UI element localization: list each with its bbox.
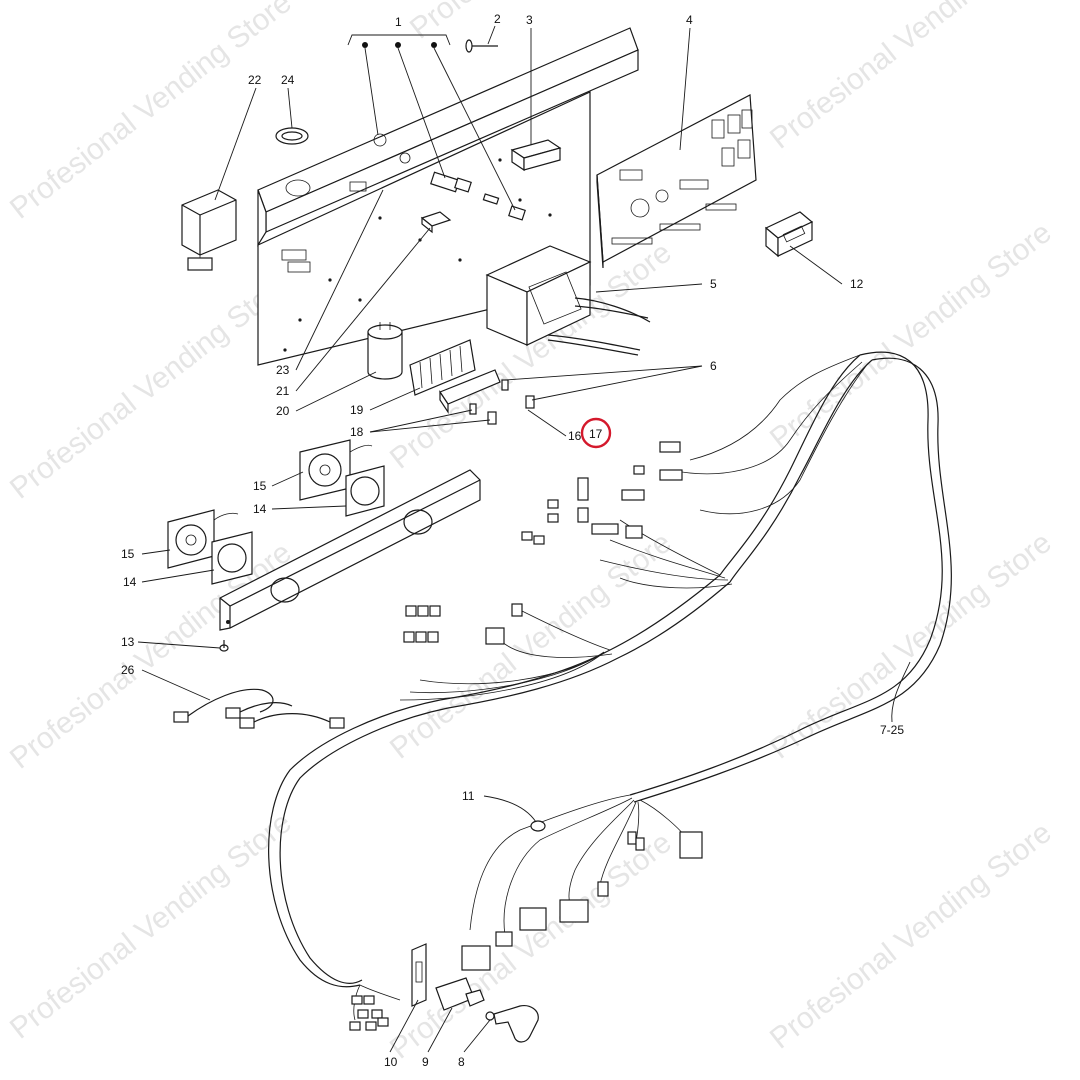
harness-connectors [349, 441, 703, 1031]
callout-3: 3 [526, 13, 533, 27]
callout-5: 5 [710, 277, 717, 291]
leader-lines [137, 25, 911, 1053]
sub-d-connector [764, 211, 814, 258]
callout-22: 22 [248, 73, 262, 87]
gasket-upper [345, 465, 385, 517]
bracket-screw [219, 640, 229, 652]
callout-19: 19 [350, 403, 364, 417]
callout-23: 23 [276, 363, 290, 377]
callout-10: 10 [384, 1055, 398, 1069]
watermark: Profesional Vending Store [404, 0, 698, 46]
callout-14-lower: 14 [123, 575, 137, 589]
microswitch [435, 977, 485, 1011]
watermark: Profesional Vending Store [4, 0, 298, 226]
fuse-holder [430, 171, 472, 193]
callout-8: 8 [458, 1055, 465, 1069]
callout-26: 26 [121, 663, 135, 677]
strip-contacts [419, 345, 463, 389]
callout-6: 6 [710, 359, 717, 373]
watermark: Profesional Vending Store [764, 816, 1058, 1056]
callout-20: 20 [276, 404, 290, 418]
lever-key [485, 1005, 539, 1043]
wiring-harness [268, 351, 952, 1021]
fan-bracket [219, 469, 481, 631]
watermark: Profesional Vending Store [384, 526, 678, 766]
callout-24: 24 [281, 73, 295, 87]
control-board [596, 94, 757, 269]
callout-15-upper: 15 [253, 479, 267, 493]
screw [465, 39, 498, 53]
sensor-cable [173, 688, 345, 729]
callout-14-upper: 14 [253, 502, 267, 516]
grommet [275, 127, 309, 145]
callout-4: 4 [686, 13, 693, 27]
door-switch [411, 943, 427, 1007]
switch [510, 139, 562, 172]
callout-7-25: 7-25 [880, 723, 904, 737]
callout-18: 18 [350, 425, 364, 439]
watermark: Profesional Vending Store [764, 0, 1058, 156]
callout-11: 11 [462, 789, 475, 803]
watermark: Profesional Vending Store [4, 536, 298, 776]
relay-block [181, 189, 237, 271]
harness-clip [530, 820, 546, 832]
callout-1: 1 [395, 15, 402, 29]
transformer [485, 245, 651, 356]
callout-9: 9 [422, 1055, 429, 1069]
callout-2: 2 [494, 12, 501, 26]
callout-12: 12 [850, 277, 864, 291]
callout-16: 16 [568, 429, 582, 443]
small-terminals [469, 379, 535, 425]
callout-15-lower: 15 [121, 547, 135, 561]
watermark: Profesional Vending Store [764, 526, 1058, 766]
callout-13: 13 [121, 635, 135, 649]
callout-21: 21 [276, 384, 290, 398]
fuse [482, 193, 526, 221]
watermark: Profesional Vending Store [4, 266, 298, 506]
watermark: Profesional Vending Store [764, 216, 1058, 456]
callout-labels: 1 2 3 4 5 6 7-25 8 9 10 11 12 13 14 14 1… [121, 12, 904, 1069]
callout-17: 17 [589, 427, 603, 441]
terminal-strip [409, 339, 501, 414]
watermark: Profesional Vending Store [4, 806, 298, 1046]
capacitor [367, 322, 403, 380]
highlight-ring [580, 417, 612, 449]
